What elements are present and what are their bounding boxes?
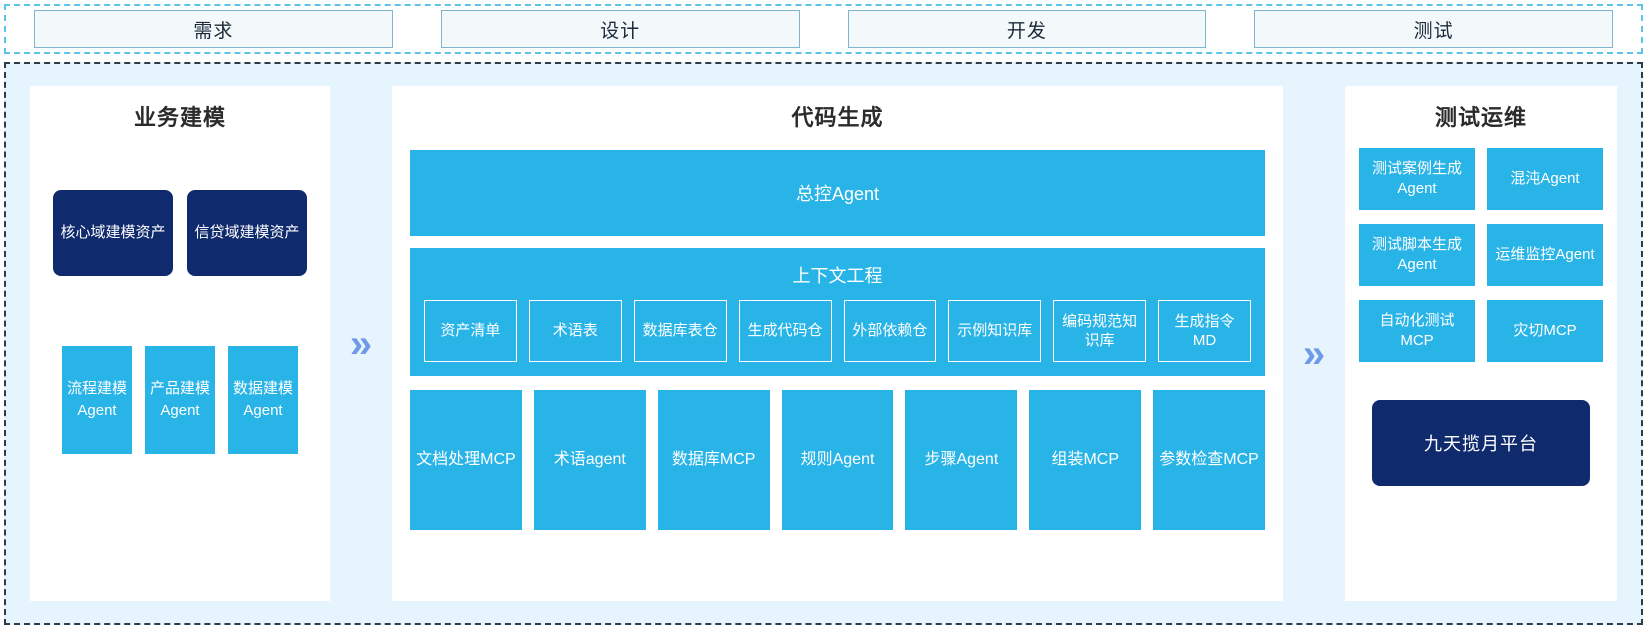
tool-label: 规则Agent	[800, 451, 875, 469]
panel-title-test-ops: 测试运维	[1434, 105, 1527, 130]
phase-label: 需求	[193, 20, 234, 42]
context-item-generation-instruction-md[interactable]: 生成指令MD	[1158, 300, 1251, 362]
tool-row: 文档处理MCP 术语agent 数据库MCP 规则Agent 步骤Agent	[410, 390, 1266, 530]
tool-label: 术语agent	[553, 451, 626, 469]
chevron-glyph: »	[349, 321, 373, 366]
tool-parameter-check-mcp[interactable]: 参数检查MCP	[1153, 390, 1266, 530]
ops-label: 测试案例生成Agent	[1371, 159, 1462, 197]
panel-test-ops: 测试运维 测试案例生成Agent 混沌Agent 测试脚本生成Agent 运维监…	[1345, 86, 1617, 601]
context-item-row: 资产清单 术语表 数据库表仓 生成代码仓 外部依赖仓	[424, 300, 1251, 362]
ops-label: 测试脚本生成Agent	[1371, 235, 1462, 273]
master-agent-label: 总控Agent	[795, 184, 880, 204]
ops-chaos-agent[interactable]: 混沌Agent	[1487, 148, 1603, 210]
context-item-label: 编码规范知识库	[1062, 312, 1138, 350]
test-ops-body: 测试案例生成Agent 混沌Agent 测试脚本生成Agent 运维监控Agen…	[1359, 142, 1603, 486]
panel-title-code-generation: 代码生成	[791, 105, 884, 130]
asset-core-domain[interactable]: 核心域建模资产	[53, 190, 173, 276]
tool-document-processing-mcp[interactable]: 文档处理MCP	[410, 390, 522, 530]
context-engineering-title: 上下文工程	[792, 266, 883, 286]
tool-glossary-agent[interactable]: 术语agent	[533, 390, 646, 530]
phase-strip: 需求 设计 开发 测试	[4, 4, 1643, 54]
asset-label: 核心域建模资产	[60, 223, 166, 241]
context-item-coding-standard-knowledge-base[interactable]: 编码规范知识库	[1053, 300, 1147, 362]
panel-code-generation: 代码生成 总控Agent 上下文工程 资产清单 术语表	[392, 86, 1283, 601]
business-modeling-body: 核心域建模资产 信贷域建模资产 流程建模Agent 产品建模Agent 数据建模…	[44, 142, 316, 587]
ops-monitoring-agent[interactable]: 运维监控Agent	[1487, 224, 1603, 286]
asset-label: 信贷域建模资产	[194, 223, 300, 241]
ops-label: 自动化测试MCP	[1379, 311, 1455, 349]
panel-title-business-modeling: 业务建模	[133, 105, 226, 130]
modeling-agent-row: 流程建模Agent 产品建模Agent 数据建模Agent	[44, 346, 316, 454]
modeling-asset-row: 核心域建模资产 信贷域建模资产	[44, 190, 316, 276]
platform-label: 九天揽月平台	[1424, 434, 1538, 454]
tool-label: 参数检查MCP	[1159, 451, 1259, 469]
ops-disaster-recovery-mcp[interactable]: 灾切MCP	[1487, 300, 1603, 362]
tool-label: 组装MCP	[1051, 451, 1119, 469]
tool-step-agent[interactable]: 步骤Agent	[905, 390, 1018, 530]
context-item-glossary[interactable]: 术语表	[528, 300, 622, 362]
ops-test-script-generation-agent[interactable]: 测试脚本生成Agent	[1359, 224, 1475, 286]
phase-label: 测试	[1413, 20, 1454, 42]
ops-test-case-generation-agent[interactable]: 测试案例生成Agent	[1359, 148, 1475, 210]
chevron-right-icon-2: »	[1283, 334, 1345, 374]
chevron-right-icon-1: »	[330, 324, 392, 364]
phase-label: 设计	[600, 20, 641, 42]
context-item-label: 示例知识库	[957, 322, 1033, 340]
tool-label: 文档处理MCP	[416, 451, 516, 469]
master-control-agent[interactable]: 总控Agent	[410, 150, 1265, 236]
phase-label: 开发	[1006, 20, 1047, 42]
context-item-label: 外部依赖仓	[852, 322, 928, 340]
asset-credit-domain[interactable]: 信贷域建模资产	[187, 190, 307, 276]
chevron-glyph: »	[1302, 331, 1326, 376]
agent-label: 数据建模Agent	[232, 380, 293, 419]
tool-label: 数据库MCP	[671, 451, 756, 469]
agent-label: 流程建模Agent	[66, 380, 127, 419]
context-item-label: 数据库表仓	[642, 322, 718, 340]
tool-database-mcp[interactable]: 数据库MCP	[657, 390, 770, 530]
platform-jiutian-lanyue[interactable]: 九天揽月平台	[1372, 400, 1590, 486]
context-item-label: 生成指令MD	[1174, 312, 1235, 350]
agent-process-modeling[interactable]: 流程建模Agent	[62, 346, 132, 454]
code-generation-body: 总控Agent 上下文工程 资产清单 术语表 数据库表仓	[410, 142, 1266, 530]
context-item-label: 资产清单	[440, 322, 501, 340]
context-item-asset-inventory[interactable]: 资产清单	[424, 300, 517, 362]
agent-data-modeling[interactable]: 数据建模Agent	[228, 346, 298, 454]
agent-label: 产品建模Agent	[149, 380, 210, 419]
main-region: 业务建模 核心域建模资产 信贷域建模资产 流程建模Agent 产品建模Agen	[4, 62, 1643, 625]
test-ops-grid: 测试案例生成Agent 混沌Agent 测试脚本生成Agent 运维监控Agen…	[1359, 148, 1603, 362]
ops-label: 混沌Agent	[1510, 169, 1580, 187]
tool-label: 步骤Agent	[924, 451, 999, 469]
context-item-generated-code-repo[interactable]: 生成代码仓	[738, 300, 832, 362]
ops-label: 灾切MCP	[1513, 321, 1577, 339]
ops-automated-test-mcp[interactable]: 自动化测试MCP	[1359, 300, 1475, 362]
agent-product-modeling[interactable]: 产品建模Agent	[145, 346, 215, 454]
phase-box-design[interactable]: 设计	[440, 10, 800, 48]
context-item-label: 生成代码仓	[747, 322, 823, 340]
ops-label: 运维监控Agent	[1495, 245, 1595, 263]
context-engineering-block: 上下文工程 资产清单 术语表 数据库表仓 生成代码仓	[410, 248, 1265, 376]
context-item-example-knowledge-base[interactable]: 示例知识库	[948, 300, 1042, 362]
panel-business-modeling: 业务建模 核心域建模资产 信贷域建模资产 流程建模Agent 产品建模Agen	[30, 86, 330, 601]
phase-box-testing[interactable]: 测试	[1254, 10, 1613, 48]
context-item-label: 术语表	[552, 322, 598, 340]
tool-assembly-mcp[interactable]: 组装MCP	[1029, 390, 1142, 530]
context-item-db-table-repo[interactable]: 数据库表仓	[633, 300, 727, 362]
tool-rule-agent[interactable]: 规则Agent	[781, 390, 894, 530]
context-item-external-dependency-repo[interactable]: 外部依赖仓	[843, 300, 937, 362]
phase-box-development[interactable]: 开发	[847, 10, 1207, 48]
phase-box-requirements[interactable]: 需求	[34, 10, 393, 48]
